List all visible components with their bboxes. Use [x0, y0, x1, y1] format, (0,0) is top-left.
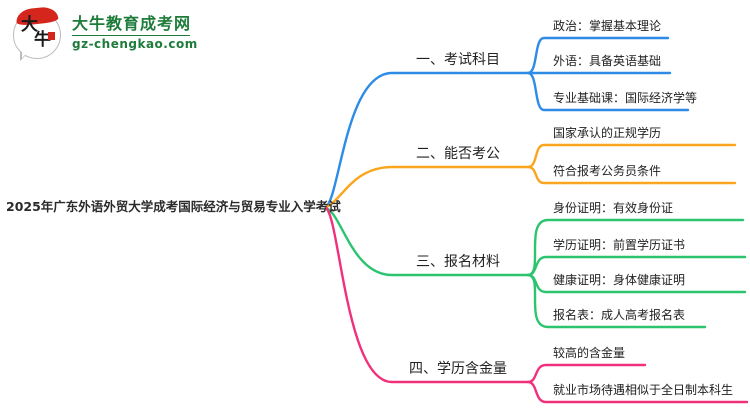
- item-civil-service-conditions: 符合报考公务员条件: [553, 164, 662, 178]
- item-foreign-language: 外语：具备英语基础: [553, 54, 662, 68]
- branch-civil-service-eligibility: 二、能否考公: [416, 146, 500, 162]
- branch4-trunk-line: [324, 206, 530, 384]
- site-logo: 大 牛 大牛教育成考网 gz-chengkao.com: [12, 5, 198, 61]
- logo-character-da: 大: [21, 15, 38, 35]
- logo-bull-icon: 大 牛: [12, 5, 64, 61]
- mindmap-root-topic: 2025年广东外语外贸大学成考国际经济与贸易专业入学考试: [6, 199, 341, 214]
- site-name: 大牛教育成考网: [72, 14, 192, 33]
- logo-bubble-tail-inner: [22, 51, 29, 58]
- branch2-child2-line: [526, 165, 737, 185]
- item-state-recognized-degree: 国家承认的正规学历: [553, 126, 662, 140]
- item-education-proof: 学历证明：前置学历证书: [553, 238, 686, 252]
- branch2-trunk-line: [324, 165, 530, 209]
- item-job-market-treatment: 就业市场待遇相似于全日制本科生: [553, 383, 734, 397]
- item-health-proof: 健康证明：身体健康证明: [553, 273, 686, 287]
- logo-character-niu: 牛: [34, 30, 51, 50]
- item-registration-form: 报名表：成人高考报名表: [553, 308, 686, 322]
- logo-divider: [72, 35, 190, 37]
- site-domain: gz-chengkao.com: [72, 37, 198, 52]
- branch4-child1-line: [526, 363, 647, 384]
- branch1-trunk-line: [324, 71, 530, 209]
- branch-exam-subjects: 一、考试科目: [416, 52, 500, 68]
- item-major-basics: 专业基础课：国际经济学等: [553, 91, 698, 105]
- item-identity-proof: 身份证明：有效身份证: [553, 201, 674, 215]
- logo-red-seal: [48, 32, 55, 40]
- branch4-child2-line: [526, 380, 749, 404]
- branch1-child1-line: [526, 36, 670, 75]
- item-politics: 政治：掌握基本理论: [553, 19, 662, 33]
- item-high-value: 较高的含金量: [553, 346, 626, 360]
- branch3-trunk-line: [324, 206, 530, 277]
- branch1-child3-line: [526, 71, 690, 112]
- branch-degree-value: 四、学历含金量: [409, 361, 507, 377]
- logo-text-block: 大牛教育成考网 gz-chengkao.com: [72, 8, 198, 51]
- branch-registration-materials: 三、报名材料: [416, 254, 500, 270]
- branch3-child4-line: [526, 273, 707, 329]
